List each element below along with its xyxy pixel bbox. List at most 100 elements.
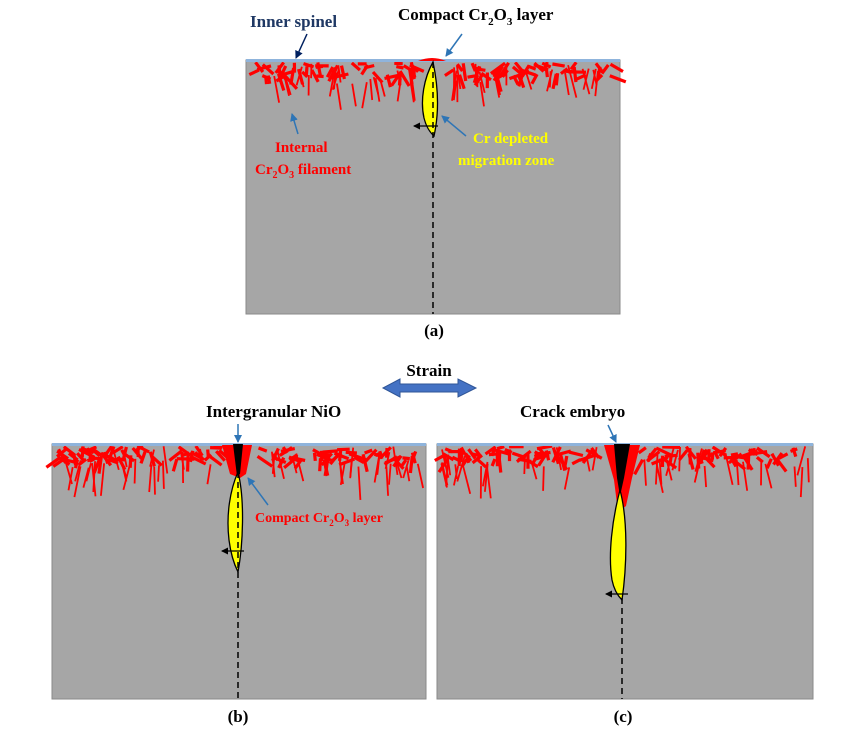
panel-a-label-inner-spinel: Inner spinel (250, 12, 337, 31)
cr2o3-filament (153, 466, 156, 495)
cr2o3-filament (482, 73, 492, 82)
cr2o3-filament (410, 452, 417, 464)
cr2o3-filament (730, 452, 739, 457)
cr2o3-filament (395, 65, 404, 70)
cr2o3-filament (551, 447, 560, 465)
cr2o3-filament (57, 448, 68, 464)
cr2o3-filament (646, 450, 661, 463)
cr2o3-filament (148, 464, 153, 493)
cr2o3-filament (136, 444, 150, 454)
cr2o3-filament (558, 452, 567, 472)
cr2o3-filament (337, 447, 350, 452)
cr2o3-filament (189, 450, 205, 462)
cr2o3-filament (385, 466, 389, 496)
cr2o3-filament (526, 458, 539, 469)
cr2o3-filament (702, 456, 714, 463)
cr2o3-filament (451, 70, 458, 101)
cr2o3-filament (637, 446, 647, 455)
panel-c-crack-embryo (614, 444, 630, 496)
panel-b-cr-depleted-zone (227, 470, 244, 575)
cr2o3-filament (678, 446, 681, 472)
cr2o3-filament (303, 62, 315, 69)
panel-a-cr-depleted-zone (421, 60, 439, 138)
panel-a: Inner spinel Compact Cr2O3 layer Interna… (245, 5, 627, 340)
cr2o3-filament (459, 446, 467, 456)
cr2o3-filament (351, 83, 357, 107)
cr2o3-filament (157, 465, 160, 482)
cr2o3-filament (643, 459, 647, 486)
cr2o3-filament (688, 448, 692, 465)
cr2o3-filament (91, 463, 97, 497)
cr2o3-filament (530, 73, 539, 85)
cr2o3-filament (405, 465, 411, 482)
cr2o3-filament (215, 450, 226, 462)
cr2o3-filament (409, 62, 420, 73)
cr2o3-filament (655, 446, 673, 457)
cr2o3-filament (67, 466, 74, 491)
panel-c-crack-embryo-arrow (607, 424, 617, 443)
cr2o3-filament (121, 462, 128, 479)
panel-a-label-compact-layer: Compact Cr2O3 layer (398, 5, 554, 28)
cr2o3-filament (409, 81, 415, 103)
cr2o3-filament (772, 452, 784, 466)
cr2o3-filament (712, 450, 720, 460)
cr2o3-filament (572, 66, 578, 83)
cr2o3-filament (496, 445, 505, 451)
cr2o3-filament (337, 65, 342, 83)
cr2o3-filament (256, 454, 274, 468)
cr2o3-filament (322, 449, 338, 454)
cr2o3-filament (445, 454, 450, 487)
cr2o3-filament (80, 446, 85, 458)
cr2o3-filament (711, 445, 727, 457)
panel-b-label-intergranular-nio: Intergranular NiO (206, 402, 341, 421)
strain-indicator: Strain (381, 361, 478, 398)
cr2o3-filament (457, 74, 466, 90)
cr2o3-filament (363, 63, 375, 70)
cr2o3-filament (275, 73, 287, 83)
cr2o3-filament (452, 80, 458, 101)
cr2o3-filament (100, 463, 105, 496)
cr2o3-filament (396, 462, 403, 479)
cr2o3-filament (384, 455, 402, 465)
cr2o3-filament (568, 450, 584, 458)
cr2o3-filament (564, 72, 570, 96)
cr2o3-filament (186, 454, 190, 472)
panel-c: Crack embryo (c) (434, 402, 814, 726)
cr2o3-filament (208, 454, 223, 467)
cr2o3-filament (312, 448, 329, 460)
cr2o3-filament (461, 462, 472, 495)
cr2o3-filament (336, 83, 342, 110)
cr2o3-filament (633, 458, 645, 476)
cr2o3-filament (55, 447, 68, 458)
cr2o3-filament (703, 465, 707, 488)
cr2o3-filament (511, 451, 527, 460)
cr2o3-filament (97, 455, 103, 474)
cr2o3-filament (325, 66, 335, 78)
cr2o3-filament (554, 73, 560, 86)
cr2o3-filament (402, 456, 410, 461)
cr2o3-filament (271, 447, 280, 462)
cr2o3-filament (559, 67, 569, 75)
cr2o3-filament (162, 460, 165, 489)
cr2o3-filament (121, 446, 128, 462)
cr2o3-filament (85, 462, 92, 482)
cr2o3-filament (495, 75, 503, 93)
cr2o3-filament (273, 75, 280, 103)
cr2o3-filament (89, 447, 101, 458)
cr2o3-filament (567, 64, 578, 98)
cr2o3-filament (372, 76, 380, 95)
cr2o3-filament (388, 463, 392, 485)
cr2o3-filament (283, 458, 295, 469)
cr2o3-filament (289, 67, 296, 85)
cr2o3-filament (104, 445, 114, 456)
cr2o3-filament (475, 67, 486, 72)
cr2o3-filament (74, 460, 82, 482)
cr2o3-filament (82, 467, 90, 488)
cr2o3-filament (75, 452, 85, 462)
panel-b: Intergranular NiO Compact Cr2O3 layer (b… (45, 402, 427, 726)
cr2o3-filament (333, 70, 337, 90)
cr2o3-filament (799, 467, 804, 498)
cr2o3-filament (756, 446, 771, 459)
panel-b-label-compact-layer: Compact Cr2O3 layer (255, 511, 383, 528)
cr2o3-filament (131, 446, 143, 460)
